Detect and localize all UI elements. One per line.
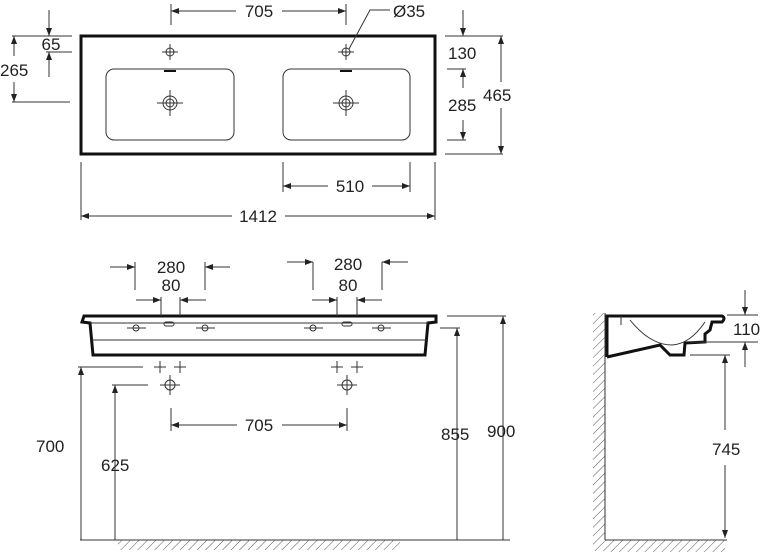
dim-right-tap-span-label: 280 — [334, 255, 362, 274]
dim-left-tap-span-label: 280 — [157, 258, 185, 277]
dim-drain-spacing-label: 705 — [245, 416, 273, 435]
leader-tap-diameter — [348, 9, 390, 50]
tap-hole-right — [338, 44, 354, 60]
dim-left-tap-group — [110, 262, 230, 316]
dim-basin-to-back-label: 130 — [448, 44, 476, 63]
dim-basin-width — [282, 162, 411, 192]
front-overflow-left — [163, 321, 175, 327]
dim-total-width-label: 1412 — [239, 207, 277, 226]
dim-left-slot-span-label: 80 — [162, 276, 181, 295]
front-overflow-right — [341, 321, 353, 327]
dim-drain-spacing — [170, 408, 348, 431]
side-view: 110 745 — [593, 290, 760, 552]
right-bowl — [282, 68, 411, 141]
dim-install-heights — [440, 315, 506, 540]
dim-drain-to-edge-label: 265 — [0, 61, 28, 80]
dim-right-depths — [445, 10, 504, 155]
supply-points — [154, 361, 363, 373]
top-view: 705 Ø35 65 265 130 285 465 — [0, 2, 511, 226]
drain-left — [157, 90, 183, 116]
dim-side-basin-height — [690, 290, 758, 367]
side-bowl-curve — [629, 319, 706, 346]
dim-tap-spacing — [170, 4, 347, 25]
side-floor-hatch — [605, 540, 725, 552]
dim-right-tap-group — [287, 259, 408, 316]
dim-side-underside-height-label: 745 — [712, 440, 740, 459]
dim-tap-diameter-label: Ø35 — [393, 2, 425, 21]
dim-supply-height-label: 700 — [36, 437, 64, 456]
floor-hatch — [118, 540, 400, 550]
wall-hatch — [593, 313, 605, 551]
left-bowl — [105, 68, 235, 141]
dim-tap-spacing-label: 705 — [245, 2, 273, 21]
waste-points — [160, 375, 357, 395]
basin-outline — [79, 34, 437, 156]
dim-total-width — [80, 162, 436, 220]
dim-basin-width-label: 510 — [336, 177, 364, 196]
front-outline — [79, 314, 438, 357]
dim-side-basin-height-label: 110 — [733, 320, 760, 339]
dim-underside-height-label: 855 — [441, 425, 469, 444]
dim-total-depth-label: 465 — [483, 86, 511, 105]
dim-top-height-label: 900 — [487, 422, 515, 441]
front-view: 280 80 280 80 705 — [36, 255, 515, 550]
front-tap-holes — [127, 324, 391, 332]
dim-right-slot-span-label: 80 — [339, 276, 358, 295]
dim-basin-depth-label: 285 — [448, 96, 476, 115]
tap-hole-left — [162, 44, 178, 60]
dim-waste-height-label: 625 — [101, 456, 129, 475]
dim-supply-waste-heights — [78, 366, 148, 540]
dim-tap-to-edge-label: 65 — [42, 35, 61, 54]
dim-side-underside-height — [690, 354, 730, 538]
side-profile — [605, 314, 726, 359]
dim-left-depths — [11, 10, 72, 103]
drain-right — [333, 90, 359, 116]
